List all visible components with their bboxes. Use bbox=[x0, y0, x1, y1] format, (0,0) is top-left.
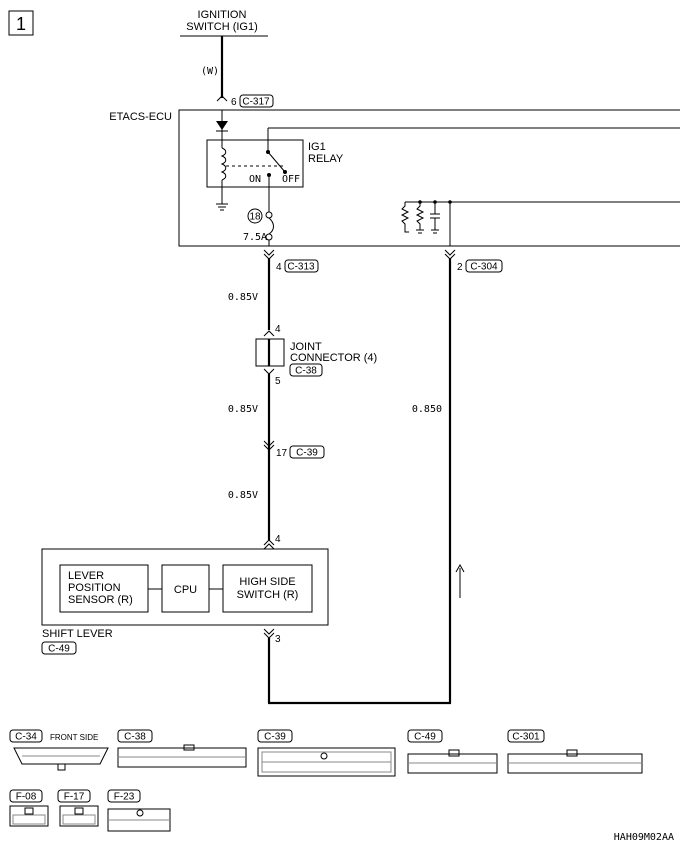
ig1-relay-box bbox=[206, 139, 304, 188]
connector-c39-view-label: C-39 bbox=[264, 732, 286, 743]
pin-2-label: 2 bbox=[457, 262, 463, 273]
connector-tag-c39 bbox=[289, 445, 325, 459]
switch-label-line1: HIGH SIDE bbox=[239, 576, 295, 588]
connector-f23-view-label: F-23 bbox=[114, 792, 135, 803]
connector-chevron-shift-bottom bbox=[263, 628, 275, 635]
connector-chevron-c304 bbox=[444, 249, 456, 256]
arrow-head-icon bbox=[455, 563, 465, 573]
connector-c301-face bbox=[507, 749, 643, 774]
relay-coil-icon bbox=[220, 147, 227, 181]
connector-c38-face bbox=[117, 744, 247, 768]
fuse-number-circle bbox=[247, 208, 263, 224]
connector-chevron-c39 bbox=[263, 444, 275, 451]
resistor-icon bbox=[400, 202, 410, 233]
relay-on-label: ON bbox=[249, 174, 261, 185]
shift-lever-box bbox=[41, 548, 329, 626]
joint-connector-label-line1: JOINT bbox=[290, 341, 322, 353]
ignition-switch-label-line1: IGNITION bbox=[198, 9, 247, 21]
cpu-label: CPU bbox=[174, 584, 197, 596]
connector-tag-f23-view bbox=[107, 789, 141, 803]
relay-label-line1: IG1 bbox=[308, 141, 326, 153]
connector-tag-f17-view bbox=[57, 789, 91, 803]
connector-f08-view-label: F-08 bbox=[16, 792, 37, 803]
connector-tag-c39-view bbox=[257, 729, 293, 743]
pin-4-label: 4 bbox=[276, 262, 282, 273]
sensor-label-line1: LEVER bbox=[68, 570, 104, 582]
fuse-rating: 7.5A bbox=[243, 232, 267, 243]
wire-size-label-right: 0.850 bbox=[412, 404, 442, 415]
shift-lever-pin-top: 4 bbox=[275, 534, 281, 545]
relay-off-label: OFF bbox=[282, 174, 300, 185]
connector-tag-c38 bbox=[289, 363, 323, 377]
connector-c313-label: C-313 bbox=[287, 262, 315, 273]
connector-c34-face bbox=[13, 747, 109, 771]
diode-icon bbox=[216, 121, 228, 130]
resistor-icon bbox=[415, 202, 425, 230]
connector-c317-label: C-317 bbox=[242, 97, 270, 108]
connector-c34-view-label: C-34 bbox=[15, 732, 37, 743]
connector-tag-c317 bbox=[239, 94, 274, 108]
relay-on-contact bbox=[267, 173, 271, 177]
joint-connector-label-line2: CONNECTOR (4) bbox=[290, 352, 377, 364]
high-side-switch-box bbox=[222, 564, 313, 613]
ignition-switch-label-line2: SWITCH (IG1) bbox=[186, 21, 258, 33]
connector-tag-f08-view bbox=[9, 789, 43, 803]
wire-size-label: 0.85V bbox=[228, 292, 258, 303]
wire-size-label: 0.85V bbox=[228, 404, 258, 415]
connector-f23-face bbox=[107, 808, 171, 832]
connector-f08-face bbox=[9, 805, 49, 827]
etacs-ecu-label: ETACS-ECU bbox=[109, 111, 172, 123]
joint-connector-chevron-bottom bbox=[263, 368, 275, 375]
connector-c49-face bbox=[407, 749, 498, 774]
connector-tag-c38-view bbox=[117, 729, 153, 743]
connector-c38-view-label: C-38 bbox=[124, 732, 146, 743]
relay-switch-arm bbox=[267, 151, 286, 173]
sensor-label-line3: SENSOR (R) bbox=[68, 594, 133, 606]
joint-pin-top: 4 bbox=[275, 324, 281, 335]
connector-c304-label: C-304 bbox=[470, 262, 498, 273]
step-number: 1 bbox=[16, 14, 26, 34]
connector-c39-face bbox=[257, 747, 396, 777]
fuse-number: 18 bbox=[249, 212, 261, 223]
wire-color-label: (W) bbox=[201, 66, 219, 77]
relay-label-line2: RELAY bbox=[308, 153, 344, 165]
etacs-ecu-box bbox=[178, 109, 680, 247]
connector-f17-face bbox=[59, 805, 99, 827]
connector-chevron-c39 bbox=[263, 440, 275, 447]
shift-lever-label: SHIFT LEVER bbox=[42, 628, 113, 640]
joint-pin-bottom: 5 bbox=[275, 376, 281, 387]
joint-connector-chevron-top bbox=[263, 330, 275, 337]
connector-chevron-c313 bbox=[263, 249, 275, 256]
front-side-note: FRONT SIDE bbox=[50, 733, 98, 742]
pin-17-label: 17 bbox=[276, 448, 288, 459]
figure-code: HAH09M02AA bbox=[614, 832, 674, 843]
connector-c38-label: C-38 bbox=[295, 366, 317, 377]
step-number-box bbox=[8, 10, 34, 36]
connector-c301-view-label: C-301 bbox=[512, 732, 540, 743]
connector-tag-c34-view bbox=[9, 729, 43, 743]
connector-f17-view-label: F-17 bbox=[64, 792, 85, 803]
connector-c49-view-label: C-49 bbox=[414, 732, 436, 743]
sensor-label-line2: POSITION bbox=[68, 582, 121, 594]
relay-off-contact bbox=[283, 170, 287, 174]
connector-tag-c313 bbox=[284, 259, 319, 273]
shift-lever-pin-bottom: 3 bbox=[275, 634, 281, 645]
connector-chevron-shift-top bbox=[263, 539, 275, 546]
fuse-terminal-top bbox=[265, 211, 273, 219]
wire-size-label: 0.85V bbox=[228, 490, 258, 501]
connector-tag-c304 bbox=[465, 259, 503, 273]
connector-chevron-c317 bbox=[216, 95, 228, 102]
pin-6-label: 6 bbox=[231, 97, 237, 108]
connector-tag-c301-view bbox=[507, 729, 545, 743]
connector-c49-label: C-49 bbox=[48, 644, 70, 655]
connector-c39-label: C-39 bbox=[296, 448, 318, 459]
fuse-icon bbox=[268, 217, 274, 235]
connector-tag-c49-view bbox=[407, 729, 443, 743]
connector-chevron-shift-top bbox=[263, 543, 275, 550]
switch-label-line2: SWITCH (R) bbox=[237, 589, 299, 601]
connector-tag-c49 bbox=[41, 641, 77, 655]
